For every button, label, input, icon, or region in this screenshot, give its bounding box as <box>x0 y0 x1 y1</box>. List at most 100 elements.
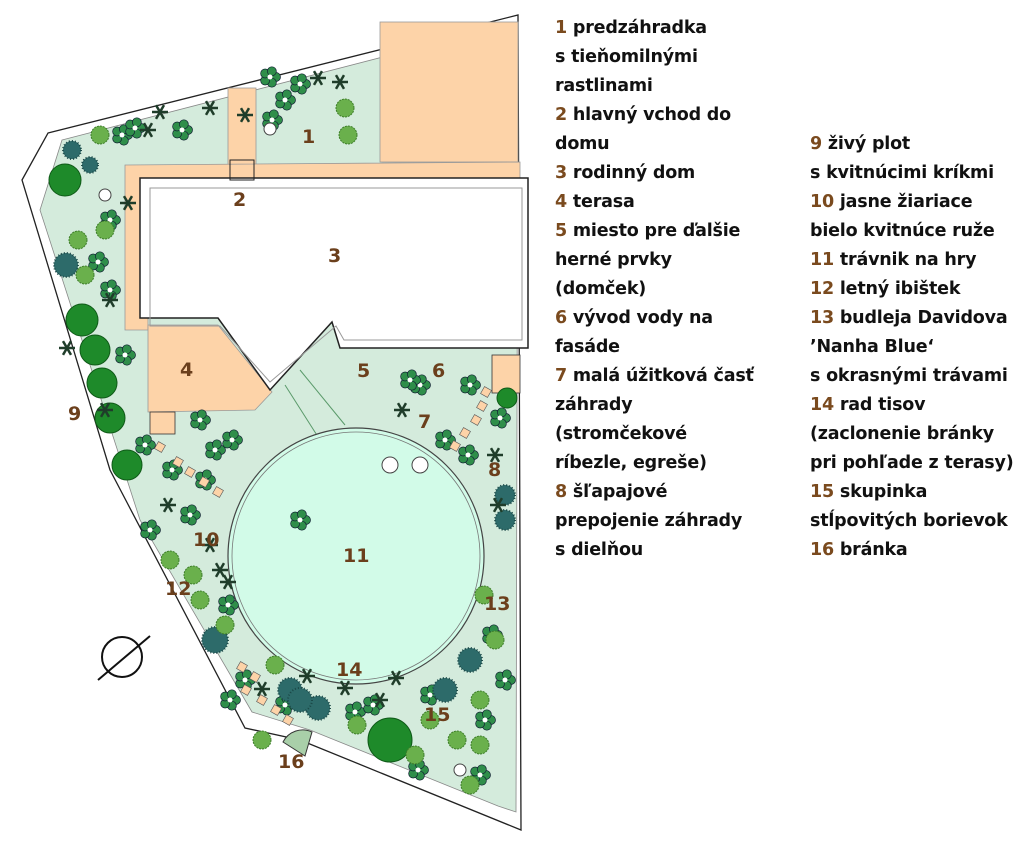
stepping-stone <box>249 671 261 683</box>
entry-path <box>227 87 257 169</box>
plan-label-8: 8 <box>488 459 501 481</box>
plan-label-1: 1 <box>302 126 315 148</box>
rose-icon <box>458 444 479 466</box>
rose-icon <box>290 509 311 531</box>
plan-label-2: 2 <box>233 189 246 211</box>
legend-text: rodinný dom <box>572 163 696 183</box>
ornamental-grass-icon <box>489 497 506 513</box>
rose-icon <box>475 709 496 731</box>
shrub-icon <box>215 615 235 635</box>
stepping-stone <box>236 661 248 673</box>
conifer-icon <box>432 677 458 703</box>
legend-text: trávnik na hry <box>839 250 977 270</box>
shrub-icon <box>470 735 490 755</box>
tree-icon <box>111 449 143 481</box>
rose-icon <box>435 429 456 451</box>
rose-icon <box>190 409 211 431</box>
legend-number: 2 <box>555 105 567 125</box>
tree-icon <box>79 334 111 366</box>
shrub-icon <box>75 265 95 285</box>
legend-item-13: 13 budleja Davidova ’Nanha Blue‘ s okras… <box>810 304 1035 391</box>
conifer-icon <box>494 509 516 531</box>
ornamental-grass-icon <box>119 195 136 211</box>
legend-column-1: 1 predzáhradka s tieňomilnými rastlinami… <box>555 14 805 565</box>
legend-number: 3 <box>555 163 567 183</box>
legend-number: 12 <box>810 279 834 299</box>
stepping-stone <box>270 704 282 716</box>
legend-number: 5 <box>555 221 567 241</box>
rose-icon <box>205 439 226 461</box>
legend-text: predzáhradka s tieňomilnými rastlinami <box>555 18 707 96</box>
rose-icon <box>180 504 201 526</box>
legend-item-5: 5 miesto pre ďalšie herné prvky (domček) <box>555 217 805 304</box>
ornamental-grass-icon <box>336 680 353 696</box>
plants <box>48 66 518 795</box>
legend-number: 9 <box>810 134 822 154</box>
stepping-stone <box>256 694 268 706</box>
play-area-line <box>284 384 321 441</box>
rose-icon <box>260 66 281 88</box>
shrub-icon <box>460 775 480 795</box>
ornamental-grass-icon <box>101 292 118 308</box>
tree-icon <box>48 163 82 197</box>
stepping-stone <box>459 427 471 439</box>
legend-text: rad tisov (zaclonenie bránky pri pohľade… <box>810 395 1014 473</box>
white-plant-icon <box>98 188 112 202</box>
plan-label-12: 12 <box>165 578 191 600</box>
stepping-stone <box>449 440 461 452</box>
stepping-stone <box>212 486 224 498</box>
plan-label-7: 7 <box>418 411 431 433</box>
rose-icon <box>495 669 516 691</box>
legend-item-9: 9 živý plot s kvitnúcimi kríkmi <box>810 130 1035 188</box>
legend-text: bránka <box>839 540 908 560</box>
ornamental-grass-icon <box>201 100 218 116</box>
legend-text: jasne žiariace bielo kvitnúce ruže <box>810 192 995 241</box>
stepping-stone <box>172 456 184 468</box>
ornamental-grass-icon <box>139 122 156 138</box>
legend-number: 13 <box>810 308 834 328</box>
legend-text: letný ibištek <box>839 279 961 299</box>
ornamental-grass-icon <box>393 402 410 418</box>
conifer-icon <box>201 626 229 654</box>
house <box>139 177 529 392</box>
gate <box>282 729 313 757</box>
shrub-icon <box>160 550 180 570</box>
rose-icon <box>125 117 146 139</box>
ornamental-grass-icon <box>309 70 326 86</box>
plan-label-11: 11 <box>343 545 369 567</box>
ornamental-grass-icon <box>486 447 503 463</box>
shrub-icon <box>447 730 467 750</box>
shrub-icon <box>474 585 494 605</box>
paved-area <box>379 21 519 163</box>
stepping-stones <box>154 386 492 726</box>
tree-icon <box>367 717 413 763</box>
ornamental-grass-icon <box>387 670 404 686</box>
rose-icon <box>218 594 239 616</box>
rose-icon <box>290 73 311 95</box>
stepping-stone <box>476 400 488 412</box>
ornamental-grass-icon <box>331 74 348 90</box>
legend-item-15: 15 skupinka stĺpovitých borievok <box>810 478 1035 536</box>
plan-label-9: 9 <box>68 403 81 425</box>
legend-item-16: 16 bránka <box>810 536 1035 565</box>
legend-number: 14 <box>810 395 834 415</box>
ornamental-grass-icon <box>96 402 113 418</box>
play-lawn-edge <box>231 431 481 681</box>
lawn-feature <box>411 456 429 474</box>
side-steps <box>491 354 521 394</box>
legend-text: malá úžitková časť záhrady (stromčekové … <box>555 366 754 473</box>
legend-number: 1 <box>555 18 567 38</box>
shrub-icon <box>252 730 272 750</box>
legend-item-2: 2 hlavný vchod do domu <box>555 101 805 159</box>
shrub-icon <box>183 565 203 585</box>
rose-icon <box>135 434 156 456</box>
stepping-stone <box>198 476 210 488</box>
legend-number: 10 <box>810 192 834 212</box>
play-area-line <box>299 369 346 426</box>
ornamental-grass-icon <box>298 668 315 684</box>
plan-label-13: 13 <box>484 593 510 615</box>
legend-number: 4 <box>555 192 567 212</box>
ornamental-grass-icon <box>58 340 75 356</box>
legend-column-2: 9 živý plot s kvitnúcimi kríkmi 10 jasne … <box>810 130 1035 565</box>
white-plant-icon <box>453 763 467 777</box>
